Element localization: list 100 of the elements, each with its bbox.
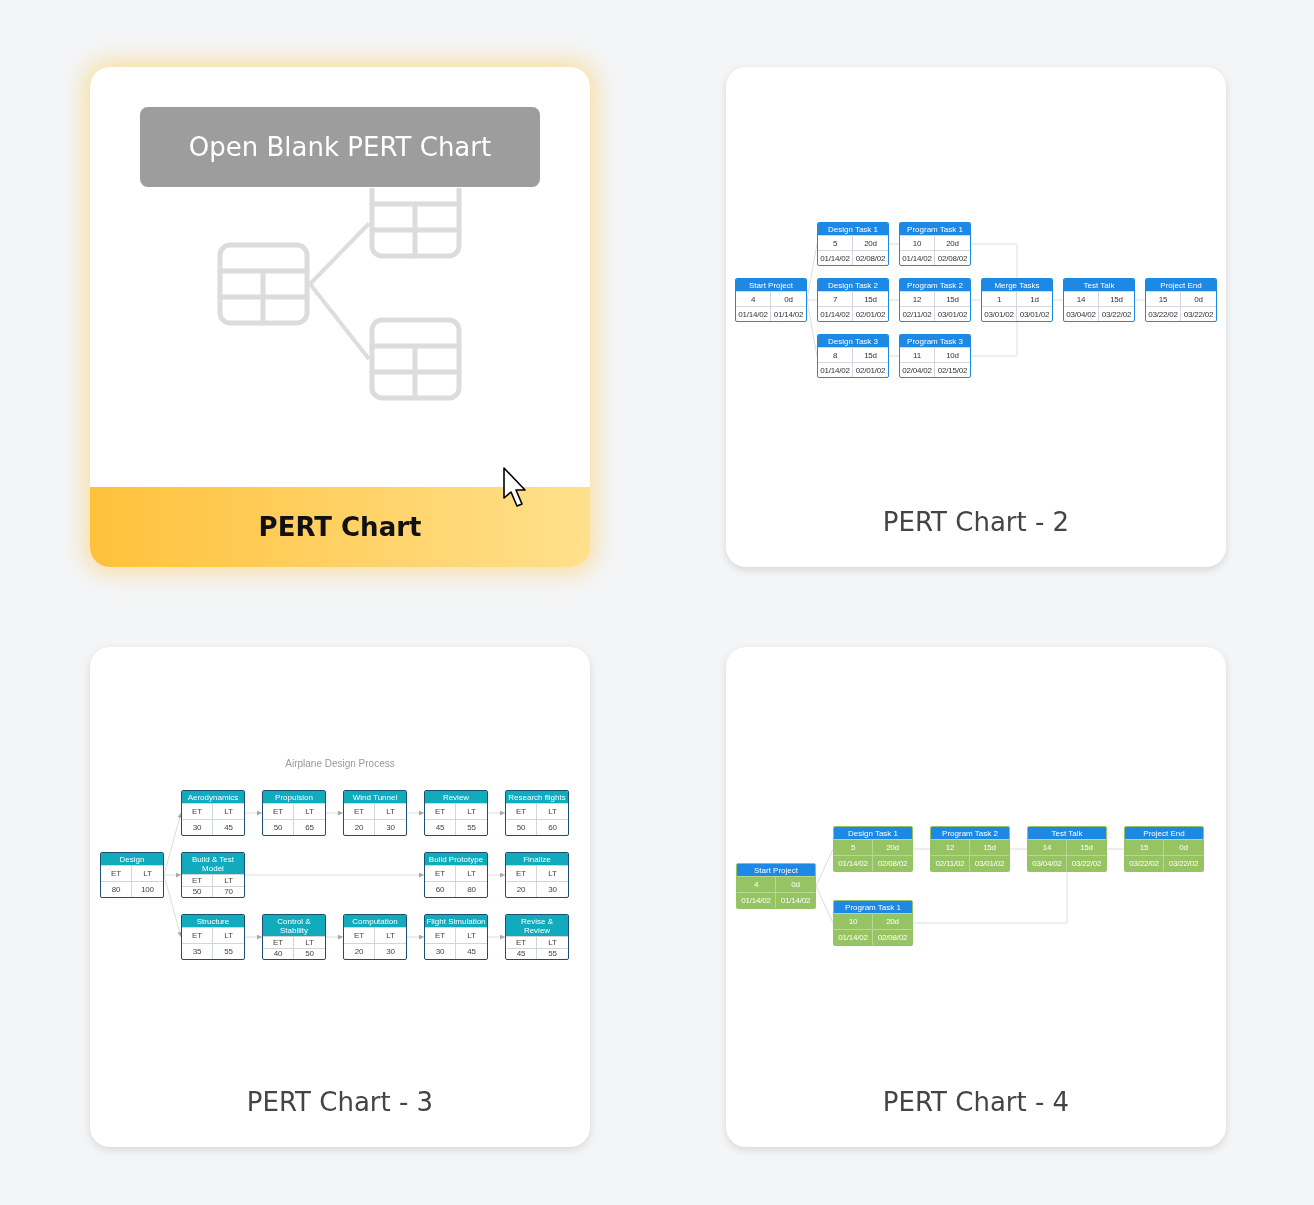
template-card <box>90 67 590 567</box>
cell-value: 60 <box>537 819 568 835</box>
cell-value: 20 <box>506 881 537 897</box>
node-title: Start Project <box>736 279 806 292</box>
cell-value: LT <box>213 803 244 820</box>
cell-value: 65 <box>294 819 325 835</box>
cell-value: ET <box>506 803 537 820</box>
cell-value: 03/22/02 <box>1164 855 1203 871</box>
node-title: Wind Tunnel <box>344 791 406 804</box>
cell-value: LT <box>456 803 487 820</box>
task-node <box>181 914 245 960</box>
cell-value: 20d <box>873 839 912 856</box>
table-icon <box>369 317 462 401</box>
node-title: Aerodynamics <box>182 791 244 804</box>
arrow <box>406 934 425 940</box>
cell-value: 50 <box>182 885 213 897</box>
cell-value: ET <box>101 865 132 882</box>
task-node <box>424 852 488 898</box>
cell-value: ET <box>263 936 294 948</box>
cell-value: 1d <box>1017 291 1052 307</box>
table-icon <box>369 188 462 259</box>
cell-value: 4 <box>736 291 771 307</box>
cell-value: LT <box>213 927 244 944</box>
task-node <box>1027 826 1107 872</box>
cell-value: 15d <box>1067 839 1106 856</box>
cell-value: 02/08/02 <box>853 250 888 265</box>
task-node <box>817 222 889 266</box>
node-title: Project End <box>1125 827 1203 840</box>
node-title: Program Task 2 <box>900 279 970 292</box>
cell-value: 03/22/02 <box>1146 306 1181 321</box>
task-node <box>343 790 407 836</box>
cell-value: ET <box>506 865 537 882</box>
arrow <box>163 874 183 938</box>
task-node <box>817 278 889 322</box>
cell-value: 15d <box>853 291 888 307</box>
cell-value: 14 <box>1064 291 1099 307</box>
task-node <box>262 790 326 836</box>
cell-value: 03/22/02 <box>1099 306 1134 321</box>
cell-value: LT <box>294 936 325 948</box>
cell-value: 02/11/02 <box>931 855 970 871</box>
node-title: Review <box>425 791 487 804</box>
node-title: Program Task 1 <box>834 901 912 914</box>
cell-value: 02/11/02 <box>900 306 935 321</box>
cell-value: ET <box>263 803 294 820</box>
table-icon <box>217 242 310 326</box>
cell-value: LT <box>375 803 406 820</box>
cell-value: 02/01/02 <box>853 306 888 321</box>
cell-value: ET <box>425 803 456 820</box>
task-node <box>899 334 971 378</box>
cell-value: LT <box>375 927 406 944</box>
arrow <box>325 810 344 816</box>
cell-value: 03/01/02 <box>1017 306 1052 321</box>
cell-value: 50 <box>263 819 294 835</box>
cell-value: 03/01/02 <box>982 306 1017 321</box>
cell-value: 03/22/02 <box>1125 855 1164 871</box>
cell-value: 20 <box>344 943 375 959</box>
task-node <box>1124 826 1204 872</box>
template-card <box>90 647 590 1147</box>
arrow <box>487 810 506 816</box>
cell-value: 50 <box>506 819 537 835</box>
task-node <box>505 914 569 960</box>
node-title: Program Task 2 <box>931 827 1009 840</box>
cell-value: 70 <box>213 885 244 897</box>
cell-value: 30 <box>375 819 406 835</box>
task-node <box>735 278 807 322</box>
cell-value: 03/22/02 <box>1067 855 1106 871</box>
cell-value: 02/01/02 <box>853 362 888 377</box>
node-title: Design <box>101 853 163 866</box>
cell-value: 03/04/02 <box>1064 306 1099 321</box>
task-node <box>505 790 569 836</box>
cell-value: 01/14/02 <box>737 892 776 908</box>
cell-value: LT <box>537 936 568 948</box>
cell-value: 14 <box>1028 839 1067 856</box>
node-title: Build & Test Model <box>182 853 244 875</box>
cell-value: LT <box>456 865 487 882</box>
cell-value: LT <box>294 803 325 820</box>
task-node <box>100 852 164 898</box>
card-title: PERT Chart - 4 <box>881 1087 1071 1117</box>
cell-value: 5 <box>818 235 853 251</box>
cell-value: LT <box>132 865 163 882</box>
node-title: Flight Simulation <box>425 915 487 928</box>
node-title: Test Talk <box>1064 279 1134 292</box>
node-title: Start Project <box>737 864 815 877</box>
cell-value: 02/08/02 <box>873 855 912 871</box>
cell-value: ET <box>425 927 456 944</box>
node-title: Revise & Review <box>506 915 568 937</box>
cell-value: 60 <box>425 881 456 897</box>
card-title: PERT Chart - 3 <box>245 1087 435 1117</box>
cell-value: 80 <box>456 881 487 897</box>
task-node <box>424 790 488 836</box>
task-node <box>505 852 569 898</box>
cell-value: 45 <box>456 943 487 959</box>
cell-value: 12 <box>931 839 970 856</box>
task-node <box>981 278 1053 322</box>
node-title: Program Task 1 <box>900 223 970 236</box>
cell-value: 01/14/02 <box>818 250 853 265</box>
cell-value: 4 <box>737 876 776 893</box>
cell-value: 10 <box>834 913 873 930</box>
connector-line <box>806 299 818 357</box>
cell-value: 0d <box>776 876 815 893</box>
